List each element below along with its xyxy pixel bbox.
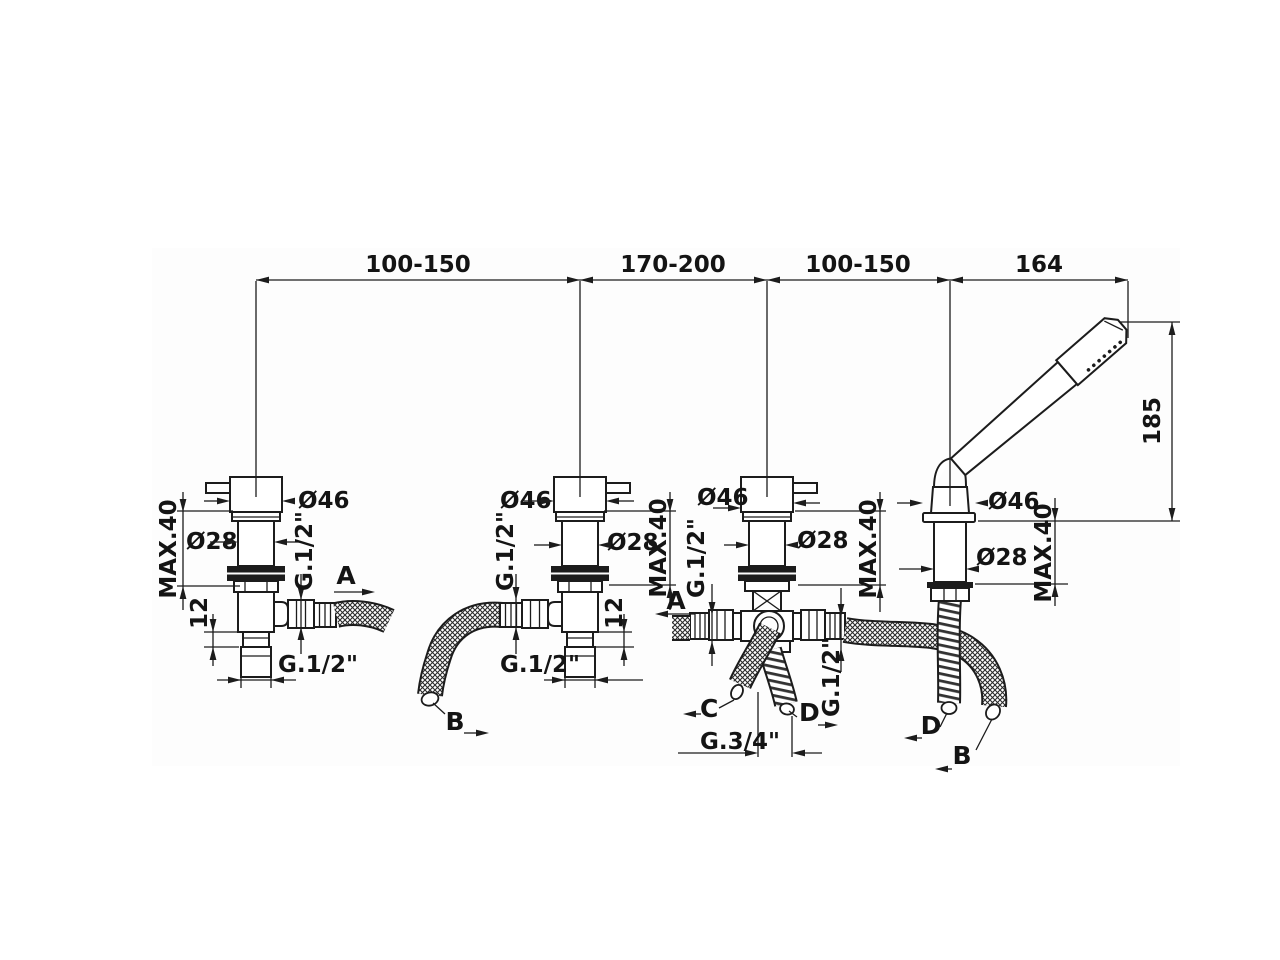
- dim-dia46-unit4: Ø46: [988, 489, 1040, 515]
- spray-holes: [1086, 340, 1122, 372]
- dim-dia46-unit3: Ø46: [697, 485, 749, 511]
- diverter-right-nut: [800, 609, 826, 641]
- dim-g12-left-unit3: G.1/2": [684, 518, 710, 598]
- dim-max40-unit1: MAX.40: [156, 499, 182, 598]
- valve-unit-2-dimensions: Ø46 Ø28 MAX.40 G.1/2" 12 G.1/2" B: [432, 488, 676, 737]
- dim-span-3: 100-150: [805, 252, 911, 278]
- dim-185-unit4: 185: [1140, 397, 1166, 445]
- dim-max40-unit2: MAX.40: [646, 498, 672, 597]
- dim-g12-side-unit2: G.1/2": [493, 511, 519, 591]
- diverter-lever: [792, 482, 818, 494]
- top-dimension-chain: 100-150 170-200 100-150 164: [256, 252, 1128, 284]
- shower-holder-flange: [922, 512, 976, 523]
- hand-shower-unit-4-dimensions: 185 Ø46 Ø28 MAX.40 D B: [897, 321, 1180, 773]
- dim-dia46-unit1: Ø46: [298, 488, 350, 514]
- connection-label-b-unit4: B: [952, 741, 971, 770]
- dim-g12-right-unit3: G.1/2": [819, 637, 845, 717]
- drawing-canvas: [152, 248, 1180, 766]
- valve-unit-2: [417, 476, 631, 707]
- hand-shower: [949, 317, 1128, 477]
- dim-max40-unit3: MAX.40: [856, 499, 882, 598]
- dim-g12-side-unit1: G.1/2": [292, 511, 318, 591]
- dim-max40-unit4: MAX.40: [1031, 503, 1057, 602]
- connection-label-a-unit3: A: [666, 586, 686, 615]
- shower-holder-nut: [930, 587, 970, 602]
- dim-dia28-unit4: Ø28: [976, 545, 1028, 571]
- dim-dia28-unit2: Ø28: [607, 530, 659, 556]
- hand-shower-unit-4: [922, 317, 1128, 721]
- connection-label-b-unit2: B: [445, 707, 464, 736]
- dim-span-4: 164: [1015, 252, 1063, 278]
- diverter-shank: [748, 520, 786, 567]
- valve-unit-1: [205, 476, 395, 678]
- valve2-shank: [561, 520, 599, 567]
- diverter-unit-3-dimensions: Ø46 Ø28 MAX.40 G.1/2" A G.1/2" C D: [655, 485, 886, 757]
- valve2-bottom-thread: [564, 646, 596, 678]
- valve1-shank: [237, 520, 275, 567]
- valve1-bottom-thread: [240, 646, 272, 678]
- diverter-left-nut: [708, 609, 734, 641]
- b-hose-end: [985, 703, 1001, 721]
- connection-label-c-unit3: C: [700, 694, 718, 723]
- dim-span-2: 170-200: [620, 252, 726, 278]
- shower-holder-shank: [933, 521, 967, 583]
- connection-label-d-unit4: D: [921, 711, 942, 740]
- connection-label-a-unit1: A: [336, 561, 356, 590]
- dim-dia28-unit3: Ø28: [797, 528, 849, 554]
- valve-unit-1-dimensions: Ø46 Ø28 MAX.40 G.1/2" 12 G.1/2" A: [156, 488, 375, 688]
- valve2-hex-nut: [521, 599, 549, 629]
- shower-head: [1054, 317, 1128, 387]
- connection-label-d-unit3: D: [799, 698, 820, 727]
- valve1-tee-body: [237, 591, 275, 633]
- dim-g12-bottom-unit2: G.1/2": [500, 652, 580, 678]
- diverter-unit-3: [672, 476, 1008, 716]
- extension-lines: [255, 281, 1129, 506]
- dim-12-unit2: 12: [602, 597, 628, 629]
- valve1-lever: [205, 482, 231, 494]
- dim-12-unit1: 12: [187, 597, 213, 629]
- valve2-lever: [605, 482, 631, 494]
- valve2-tee-body: [561, 591, 599, 633]
- dim-span-1: 100-150: [365, 252, 471, 278]
- dim-g12-bottom-unit1: G.1/2": [278, 652, 358, 678]
- dim-g34-unit3: G.3/4": [700, 729, 780, 755]
